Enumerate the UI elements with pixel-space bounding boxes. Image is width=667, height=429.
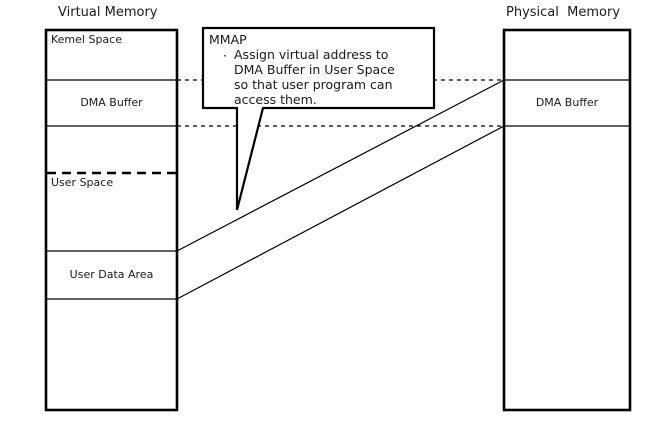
virtual-memory-title: Virtual Memory bbox=[58, 5, 158, 20]
mmap-callout-heading: MMAP bbox=[209, 32, 247, 47]
mmap-callout-line-1: Assign virtual address to bbox=[234, 47, 389, 62]
vm-band-label-user-space: User Space bbox=[51, 176, 114, 189]
physical-memory-title: Physical Memory bbox=[506, 5, 621, 20]
mmap-bullet-marker: · bbox=[223, 48, 227, 63]
mapping-diagonal-lower bbox=[176, 125, 505, 300]
physical-memory-box bbox=[502, 28, 632, 412]
virtual-memory-box bbox=[44, 28, 179, 412]
vm-band-label-user-data-area: User Data Area bbox=[69, 268, 154, 281]
mmap-callout-line-3: so that user program can bbox=[234, 77, 393, 92]
mmap-callout-line-2: DMA Buffer in User Space bbox=[234, 62, 395, 77]
vm-band-label-kernel-space: Kemel Space bbox=[51, 33, 122, 46]
mmap-callout-line-4: access them. bbox=[234, 92, 317, 107]
mapping-diagonal-upper bbox=[176, 79, 505, 252]
pm-band-label-dma-buffer: DMA Buffer bbox=[535, 96, 599, 109]
vm-band-label-dma-buffer: DMA Buffer bbox=[80, 96, 143, 109]
